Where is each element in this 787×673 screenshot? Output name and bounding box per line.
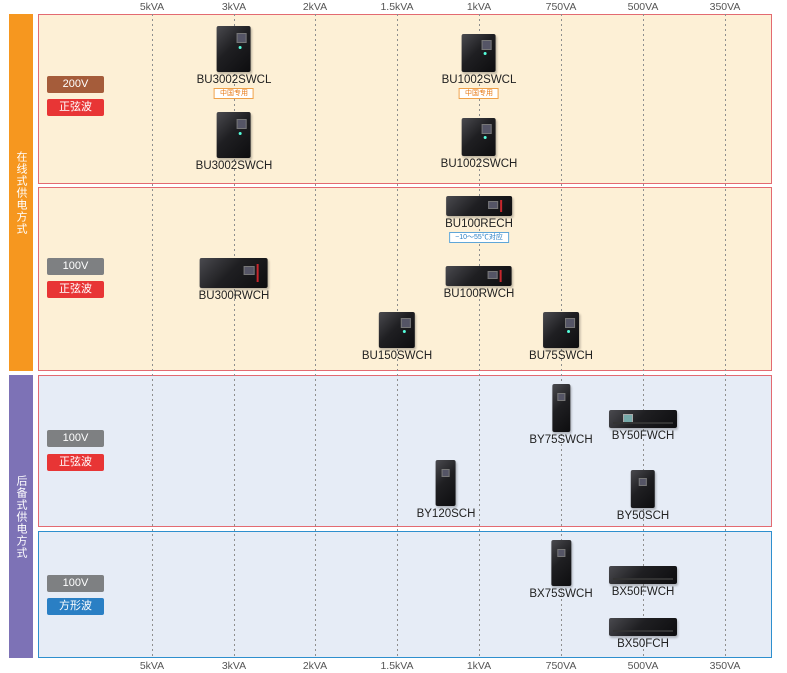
axis-tick: 5kVA — [139, 1, 165, 13]
product-bu150swch[interactable]: BU150SWCH — [362, 312, 432, 363]
panel-online-200v — [38, 14, 772, 184]
product-name: BY50SCH — [616, 510, 670, 522]
product-bx50fch[interactable]: BX50FCH — [609, 618, 677, 651]
product-name: BU1002SWCL — [441, 74, 517, 86]
product-name: BU300RWCH — [198, 290, 270, 302]
ups-tower-image — [543, 312, 579, 348]
axis-tick: 2kVA — [302, 660, 328, 672]
axis-tick: 5kVA — [139, 660, 165, 672]
product-bu300rwch[interactable]: BU300RWCH — [198, 258, 270, 303]
capacity-axis-top: 5kVA 3kVA 2kVA 1.5kVA 1kVA 750VA 500VA 3… — [0, 0, 787, 14]
voltage-badge: 200V — [47, 76, 104, 93]
product-name: BX50FWCH — [611, 586, 675, 598]
product-name: BU3002SWCL — [196, 74, 272, 86]
product-bu75swch[interactable]: BU75SWCH — [529, 312, 593, 363]
axis-tick: 750VA — [545, 1, 577, 13]
waveform-badge: 正弦波 — [47, 454, 104, 471]
axis-tick: 2kVA — [302, 1, 328, 13]
product-by50fwch[interactable]: BY50FWCH — [609, 410, 677, 443]
axis-tick: 750VA — [545, 660, 577, 672]
product-bu100rech[interactable]: BU100RECH −10～55℃对应 — [445, 196, 513, 243]
product-bu1002swch[interactable]: BU1002SWCH — [440, 118, 518, 171]
ups-tower-image — [379, 312, 415, 348]
capacity-axis-bottom: 5kVA 3kVA 2kVA 1.5kVA 1kVA 750VA 500VA 3… — [0, 659, 787, 673]
ups-slim-image — [436, 460, 456, 506]
voltage-badge: 100V — [47, 258, 104, 275]
axis-tick: 350VA — [709, 660, 741, 672]
product-by120sch[interactable]: BY120SCH — [416, 460, 476, 521]
category-standby-label: 后备式供电方式 — [15, 474, 27, 559]
product-bx75swch[interactable]: BX75SWCH — [529, 540, 593, 601]
ups-slim-image — [630, 470, 655, 508]
product-note: 中国专用 — [213, 88, 254, 99]
axis-tick: 1kVA — [466, 660, 492, 672]
ups-tower-image — [461, 118, 496, 156]
axis-tick: 1.5kVA — [380, 660, 414, 672]
category-standby: 后备式供电方式 — [9, 375, 33, 658]
waveform-badge: 方形波 — [47, 598, 104, 615]
ups-slim-image — [552, 384, 570, 432]
axis-tick: 500VA — [627, 1, 659, 13]
product-name: BY50FWCH — [611, 430, 675, 442]
product-name: BU1002SWCH — [440, 158, 518, 170]
product-name: BU75SWCH — [529, 350, 593, 362]
product-bx50fwch[interactable]: BX50FWCH — [609, 566, 677, 599]
waveform-badge: 正弦波 — [47, 99, 104, 116]
voltage-badge: 100V — [47, 430, 104, 447]
axis-tick: 3kVA — [221, 1, 247, 13]
ups-flat-image — [609, 410, 677, 428]
voltage-badge: 100V — [47, 575, 104, 592]
ups-rack-image — [446, 196, 512, 216]
product-note: 中国专用 — [458, 88, 499, 99]
product-name: BU100RWCH — [443, 288, 515, 300]
product-name: BU100RECH — [445, 218, 513, 230]
product-bu3002swch[interactable]: BU3002SWCH — [195, 112, 273, 173]
axis-tick: 1.5kVA — [380, 1, 414, 13]
product-name: BY75SWCH — [529, 434, 593, 446]
product-note: −10～55℃对应 — [449, 232, 509, 243]
product-by75swch[interactable]: BY75SWCH — [529, 384, 593, 447]
ups-slim-image — [551, 540, 571, 586]
axis-tick: 500VA — [627, 660, 659, 672]
axis-tick: 3kVA — [221, 660, 247, 672]
category-online: 在线式供电方式 — [9, 14, 33, 371]
ups-flat-image — [609, 618, 677, 636]
product-name: BY120SCH — [416, 508, 476, 520]
product-bu3002swcl[interactable]: BU3002SWCL 中国专用 — [196, 26, 272, 99]
product-name: BX50FCH — [617, 638, 669, 650]
waveform-badge: 正弦波 — [47, 281, 104, 298]
ups-tower-image — [216, 26, 251, 72]
product-name: BU150SWCH — [361, 350, 433, 362]
ups-tower-image — [216, 112, 251, 158]
ups-rack-image — [445, 266, 512, 286]
axis-tick: 350VA — [709, 1, 741, 13]
product-bu100rwch[interactable]: BU100RWCH — [443, 266, 515, 301]
category-online-label: 在线式供电方式 — [15, 150, 27, 235]
ups-rack-image — [199, 258, 268, 288]
product-bu1002swcl[interactable]: BU1002SWCL 中国专用 — [441, 34, 517, 99]
panel-standby-square — [38, 531, 772, 658]
ups-flat-image — [609, 566, 677, 584]
ups-tower-image — [461, 34, 496, 72]
product-name: BU3002SWCH — [195, 160, 273, 172]
product-name: BX75SWCH — [529, 588, 593, 600]
product-by50sch[interactable]: BY50SCH — [617, 470, 669, 523]
axis-tick: 1kVA — [466, 1, 492, 13]
